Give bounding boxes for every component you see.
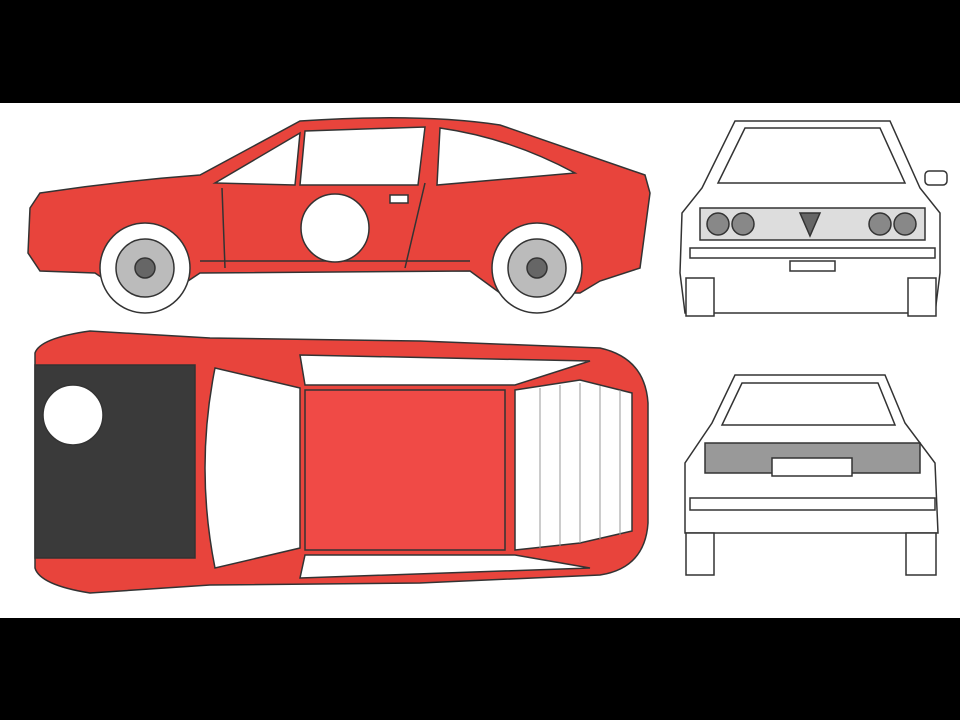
headlight-left-1: [706, 212, 730, 236]
front-tire-right: [907, 277, 937, 317]
side-view: [27, 117, 651, 314]
side-window-rear: [436, 127, 578, 186]
side-window-front: [212, 131, 301, 186]
rear-tire-right: [905, 532, 937, 576]
roundel: [300, 193, 370, 263]
hood-roundel: [42, 384, 104, 446]
rear-bumper: [689, 497, 936, 511]
rear-window-lines: [539, 383, 621, 548]
rear-view: [684, 374, 939, 576]
car-blueprint: [27, 117, 948, 594]
door-line-rear: [404, 182, 426, 269]
front-shield: [798, 212, 822, 238]
roof: [304, 389, 506, 551]
rear-window: [514, 379, 633, 551]
front-wheel: [99, 222, 191, 314]
front-bumper: [689, 247, 936, 259]
blueprint-sheet: [0, 103, 960, 618]
rear-window-back: [720, 382, 897, 426]
rear-wheel: [491, 222, 583, 314]
top-view: [34, 330, 649, 594]
side-glass-bottom: [299, 554, 591, 579]
side-window-door: [299, 126, 426, 186]
door-handle: [389, 194, 409, 204]
front-plate: [789, 260, 836, 272]
windscreen: [204, 367, 301, 569]
side-glass-top: [299, 354, 591, 386]
headlight-right-1: [868, 212, 892, 236]
letterbox-top: [0, 0, 960, 103]
door-line: [221, 187, 226, 269]
rear-tire-left: [685, 532, 715, 576]
front-view: [679, 120, 948, 317]
front-tire-left: [685, 277, 715, 317]
headlight-right-2: [893, 212, 917, 236]
mirror: [924, 170, 948, 186]
rear-plate: [771, 457, 853, 477]
headlight-left-2: [731, 212, 755, 236]
front-windscreen: [716, 127, 907, 184]
letterbox-bottom: [0, 618, 960, 720]
